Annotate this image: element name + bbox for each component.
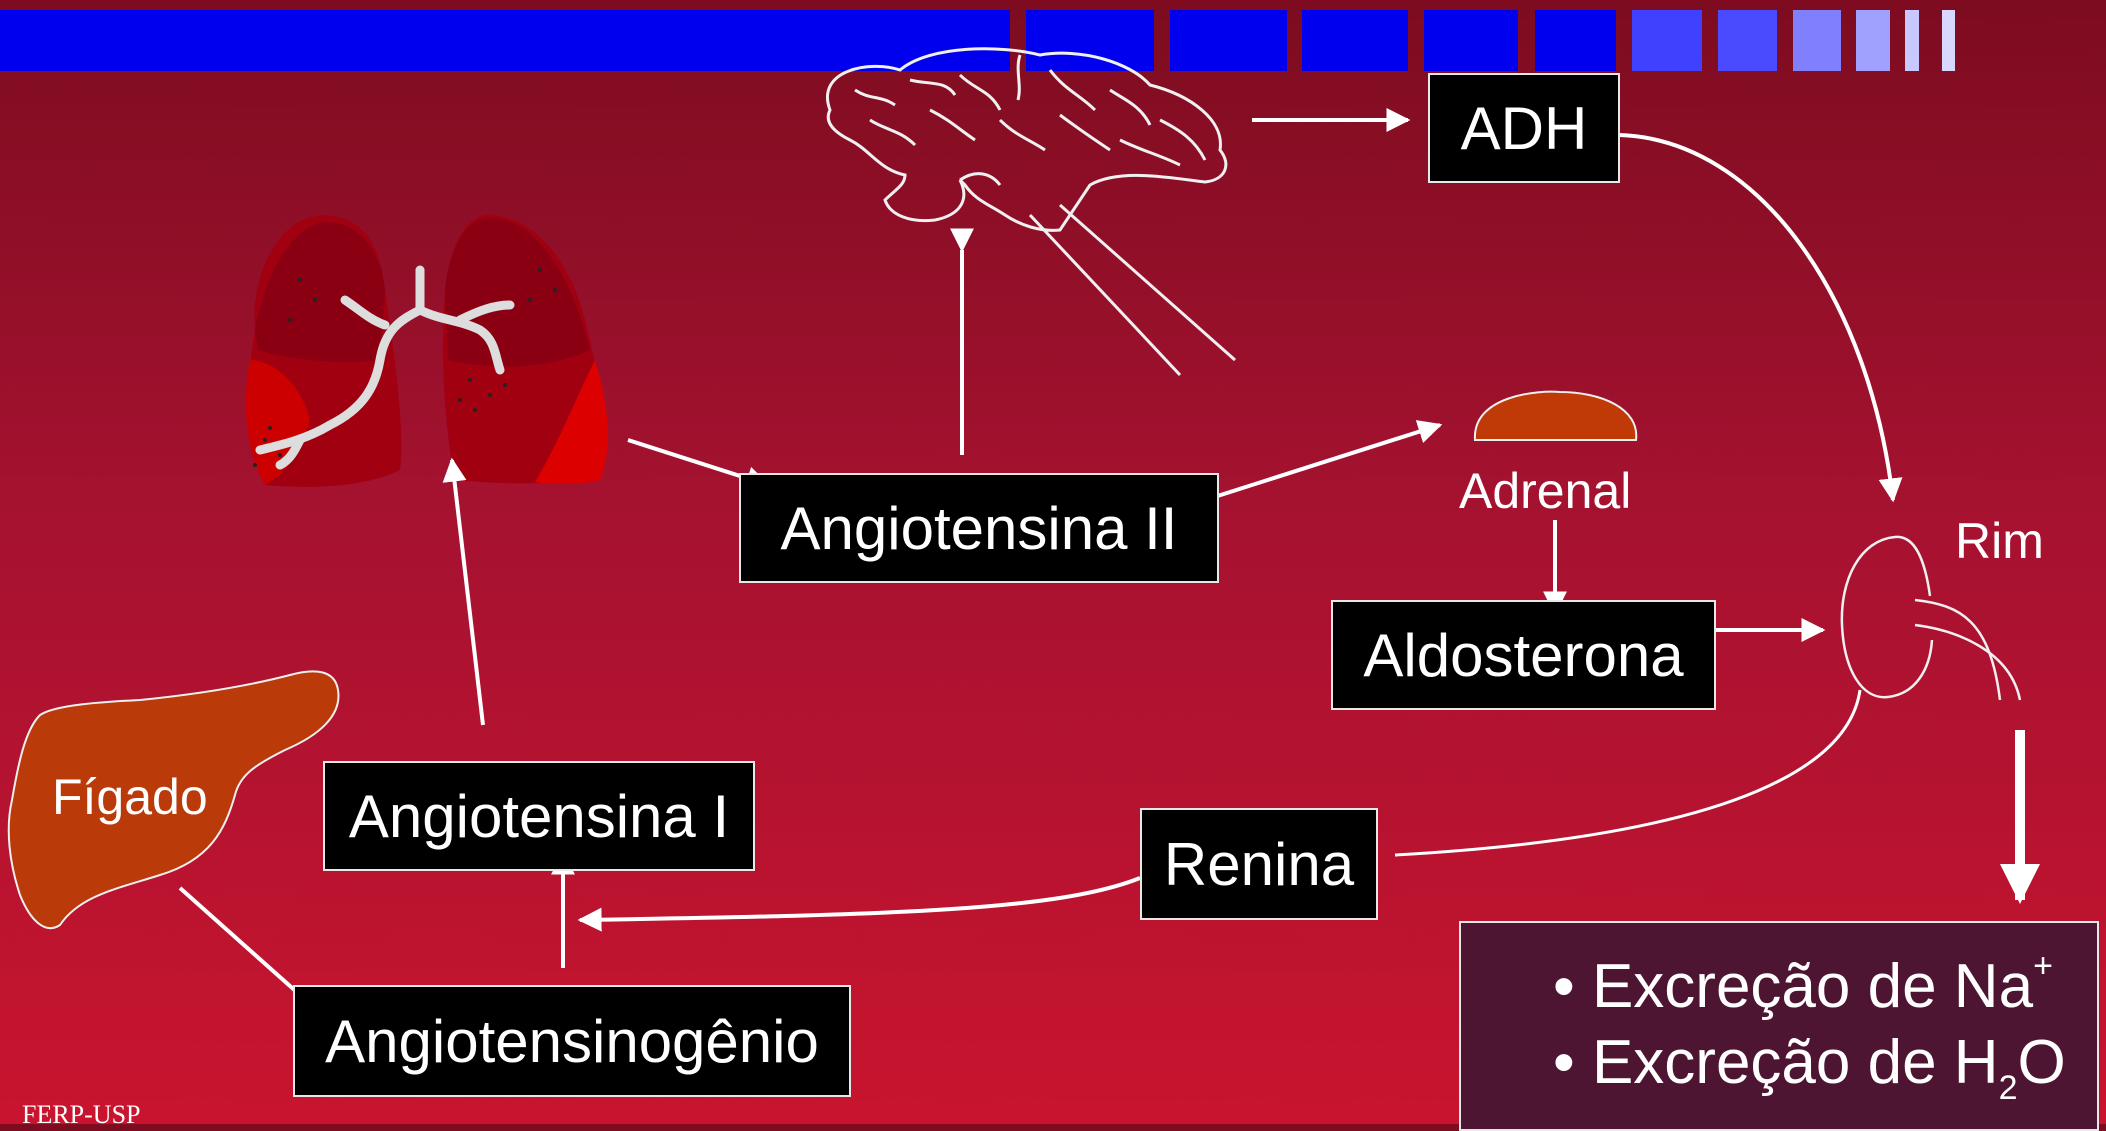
angiotensinogenio-box: Angiotensinogênio [293,985,851,1097]
adrenal-gland-icon [1475,392,1636,440]
angiotensina-i-box: Angiotensina I [323,761,755,871]
adrenal-label: Adrenal [1459,462,1631,520]
angiotensina-ii-box: Angiotensina II [739,473,1219,583]
lungs-icon [246,214,608,486]
adh-box: ADH [1428,73,1620,183]
result-line-water: • Excreção de H2O [1553,1027,2066,1098]
footer-label: FERP-USP [22,1100,141,1130]
water-subscript: 2 [1999,1069,2018,1107]
sodium-superscript: + [2033,947,2053,985]
result-box: • Excreção de Na+ • Excreção de H2O [1459,921,2099,1131]
result-line-sodium: • Excreção de Na+ [1553,951,2053,1022]
rim-label: Rim [1955,512,2044,570]
water-text: Excreção de H [1592,1028,1999,1097]
water-tail: O [2018,1028,2066,1097]
renina-box: Renina [1140,808,1378,920]
aldosterona-box: Aldosterona [1331,600,1716,710]
sodium-text: Excreção de Na [1592,952,2033,1021]
title-bar [0,10,1955,71]
figado-label: Fígado [52,768,208,826]
brain-icon [827,49,1235,375]
